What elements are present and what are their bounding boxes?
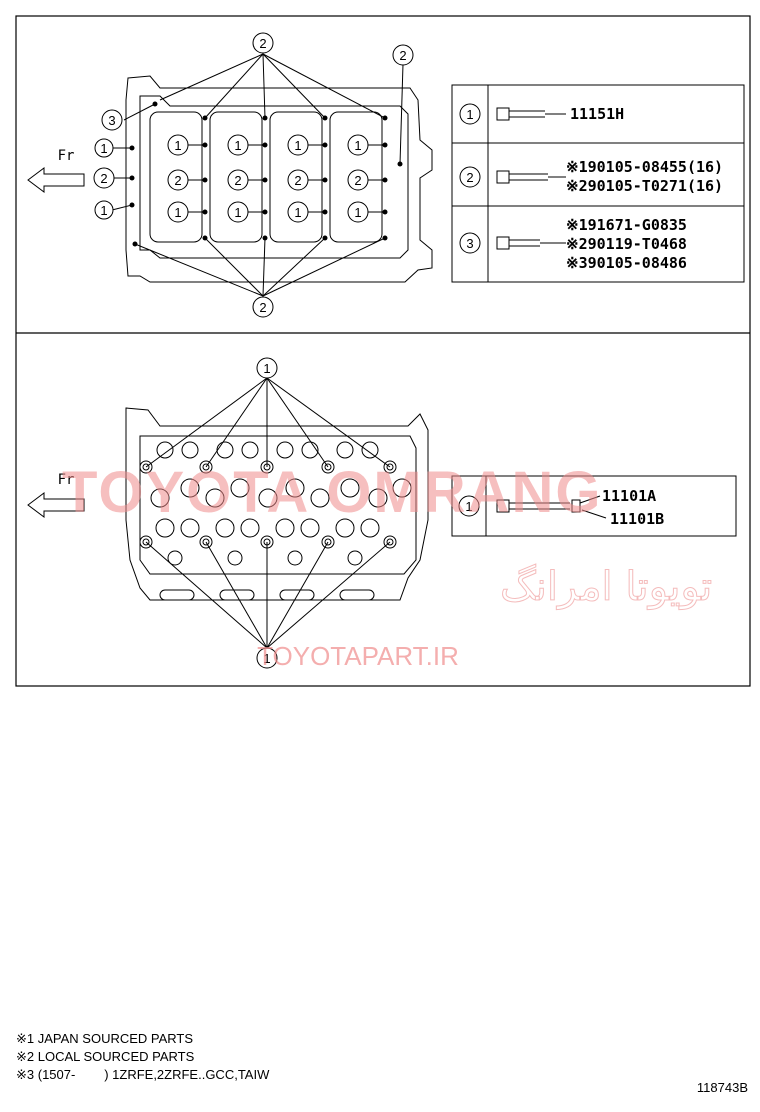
legend-ref: 3 (466, 236, 473, 251)
diagram-frame (15, 15, 751, 687)
callout-grid: 1 (234, 205, 241, 220)
callout-grid: 2 (354, 173, 361, 188)
footnotes: ※1 JAPAN SOURCED PARTS ※2 LOCAL SOURCED … (16, 1030, 269, 1084)
fr-label-top: Fr (58, 148, 75, 164)
callout-grid: 1 (354, 205, 361, 220)
leaders-top-2 (111, 53, 404, 297)
cam-cap-1 (209, 111, 263, 243)
legend-ref: 2 (466, 170, 473, 185)
part-numbers-bottom: 11101A 11101B (602, 487, 664, 528)
callout-grid: 1 (234, 138, 241, 153)
callout-1-top: 1 (263, 361, 270, 376)
callout-1-bottom: 1 (263, 651, 270, 666)
part-number: ※290105-T0271(16) (566, 177, 723, 195)
watermark-farsi: تویوتا امرانگ (500, 564, 712, 610)
leaders-bottom (145, 377, 391, 649)
part-number: 11101A (602, 487, 656, 505)
callout-2-bottom: 2 (259, 300, 266, 315)
cylinder-head-inner-outline (139, 95, 409, 259)
cylinder-head-bottom-outline (125, 407, 429, 601)
callout-2-top: 2 (259, 36, 266, 51)
figure-id: 118743B (696, 1080, 748, 1095)
part-number: ※290119-T0468 (566, 235, 687, 253)
watermark-url: TOYOTAPART.IR (257, 641, 459, 671)
callout-grid: 2 (234, 173, 241, 188)
cam-cap-3 (329, 111, 383, 243)
legend-ref: 1 (466, 107, 473, 122)
footnote-2: ※2 LOCAL SOURCED PARTS (16, 1049, 195, 1064)
callout-circles-top (93, 32, 414, 318)
cam-cap-2 (269, 111, 323, 243)
footnote-3: ※3 (1507- ) 1ZRFE,2ZRFE..GCC,TAIW (16, 1067, 270, 1082)
top-panel (27, 32, 745, 318)
callout-grid: 1 (294, 138, 301, 153)
deck-surface (139, 435, 417, 575)
deck-holes (150, 441, 412, 566)
callout-grid: 1 (354, 138, 361, 153)
part-number: ※390105-08486 (566, 254, 687, 272)
cam-cap-0 (149, 111, 203, 243)
front-arrow-icon (27, 167, 85, 193)
part-number: ※190105-08455(16) (566, 158, 723, 176)
legend-table-top (451, 84, 745, 283)
callout-grid: 2 (174, 173, 181, 188)
legend-ref: 1 (465, 499, 472, 514)
front-arrow-icon (27, 492, 85, 518)
bolt-icon (496, 107, 566, 250)
callout-grid: 1 (174, 205, 181, 220)
callout-labels-bottom: Fr 1 1 1 (58, 361, 473, 666)
cylinder-head-top-outline (125, 75, 433, 283)
footnote-1: ※1 JAPAN SOURCED PARTS (16, 1031, 194, 1046)
watermark-brand: TOYOTA OMRANG (62, 460, 602, 525)
legend-table-bottom (451, 475, 737, 537)
bolt-icon (496, 495, 607, 519)
part-number: 11151H (570, 105, 624, 123)
part-number: ※191671-G0835 (566, 216, 687, 234)
exhaust-ports (159, 589, 375, 601)
callout-grid: 1 (174, 138, 181, 153)
bottom-panel (27, 357, 737, 669)
callout-grid: 1 (294, 205, 301, 220)
callout-2-right: 2 (399, 48, 406, 63)
callout-2-left: 2 (100, 171, 107, 186)
part-numbers-top: 11151H ※190105-08455(16) ※290105-T0271(1… (566, 105, 723, 272)
callout-labels-top: Fr 2 2 2 3 1 2 1 1 1 1 1 2 2 2 2 1 1 1 1… (58, 36, 474, 315)
callout-1-left-a: 1 (100, 141, 107, 156)
fr-label-bottom: Fr (58, 472, 75, 488)
callout-1-left-b: 1 (100, 203, 107, 218)
callout-3-left: 3 (108, 113, 115, 128)
callout-grid: 2 (294, 173, 301, 188)
part-number: 11101B (610, 510, 664, 528)
